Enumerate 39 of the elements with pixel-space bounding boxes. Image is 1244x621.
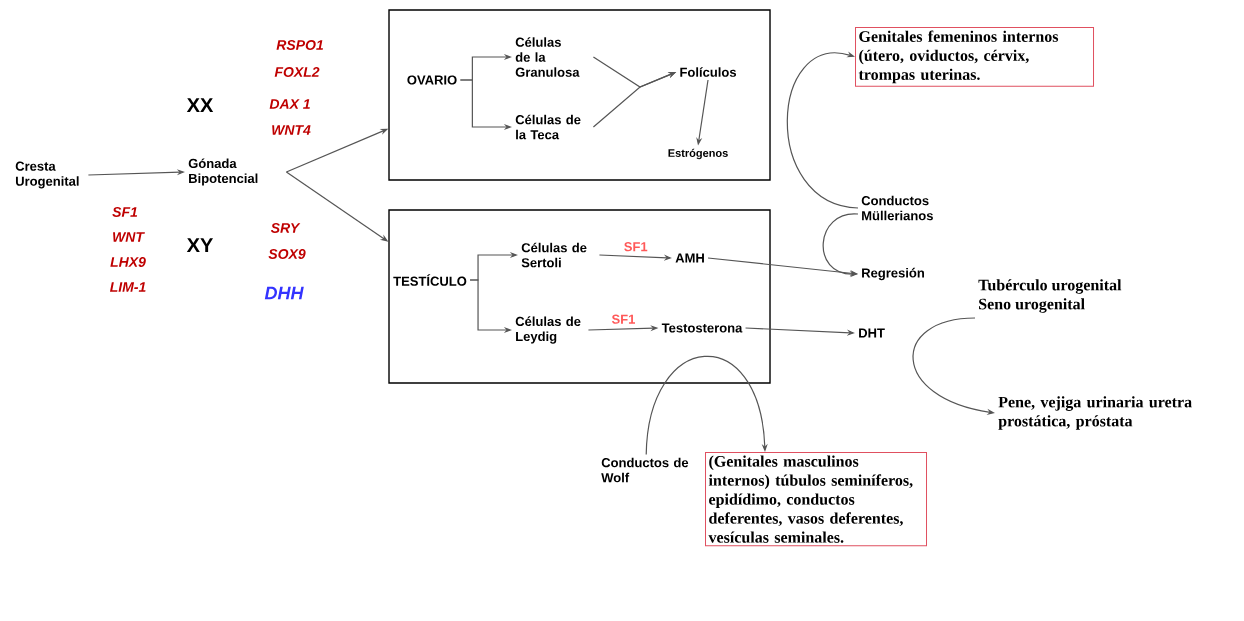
edge-label: SF1 [622, 241, 649, 253]
arrow [645, 355, 768, 456]
hormone-label: AMH [675, 253, 704, 263]
gene-label: WNT [113, 232, 145, 242]
stage-label: Regresión [862, 267, 924, 281]
gene-label: FOXL2 [274, 67, 320, 77]
cell-label: Células de la Teca [515, 114, 581, 140]
stage-label: Gónada Bipotencial [188, 158, 258, 186]
gene-label: DHH [264, 286, 304, 300]
organ-box [388, 209, 771, 384]
gene-label: SOX9 [268, 249, 306, 259]
cell-label: Células de Sertoli [521, 242, 587, 268]
gene-label: SF1 [112, 207, 138, 217]
stage-label: Conductos Müllerianos [861, 195, 933, 221]
organ-label: OVARIO [407, 75, 457, 85]
outcome-box: (Genitales masculinos internos) túbulos seminíferos, epidídimo, conductos deferentes, vasos deferentes, vesículas seminales. [705, 452, 927, 547]
gene-label: LIM-1 [110, 282, 146, 292]
gene-label: WNT4 [272, 125, 311, 135]
gene-label: DAX 1 [269, 99, 310, 109]
organ-label: TESTÍCULO [393, 274, 467, 286]
outcome-box: Genitales femeninos internos (útero, oviductos, cérvix, trompas uterinas. [855, 27, 1094, 87]
stage-label: Folículos [680, 67, 736, 77]
gene-label: SRY [270, 223, 301, 233]
stage-label: Conductos de Wolf [601, 457, 689, 483]
gene-label: RSPO1 [276, 40, 323, 50]
tissue-label: Tubérculo urogenital Seno urogenital [978, 279, 1122, 313]
outcome-label: Pene, vejiga urinaria uretra prostática, próstata [998, 396, 1192, 430]
hormone-label: Estrógenos [668, 148, 728, 160]
organ-box [388, 9, 771, 181]
cell-label: Células de la Granulosa [515, 37, 580, 77]
chromosome-label: XX [186, 98, 214, 112]
hormone-label: DHT [859, 328, 885, 338]
hormone-label: Testosterona [661, 323, 743, 333]
edge-label: SF1 [610, 313, 637, 325]
chromosome-label: XY [186, 238, 213, 252]
stage-label: Cresta Urogenital [15, 161, 79, 189]
gene-label: LHX9 [110, 257, 146, 267]
arrow [786, 51, 859, 209]
cell-label: Células de Leydig [515, 316, 581, 344]
